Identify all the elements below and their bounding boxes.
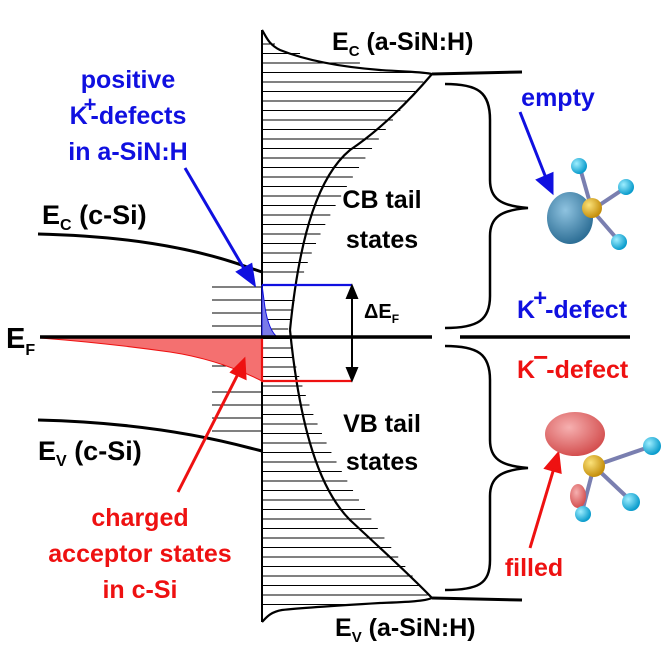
- ev-asinh-line: [431, 596, 523, 602]
- positive-defects-line2: K+-defects: [70, 92, 187, 130]
- acceptor-fill: [39, 337, 263, 382]
- acceptor-arrow: [176, 356, 247, 493]
- positive-defects-line1: positive: [81, 66, 176, 94]
- dos-hatching: [262, 43, 428, 605]
- ef-label: EF: [6, 323, 35, 359]
- kminus-level-line: [260, 338, 352, 383]
- ev-csi-line: [37, 418, 263, 453]
- cb-tail-label-line2: states: [346, 226, 418, 254]
- charged-acceptor-line3: in c-Si: [102, 576, 177, 604]
- charged-acceptor-line2: acceptor states: [48, 540, 231, 568]
- vb-tail-outline: [261, 329, 434, 623]
- delta-ef-arrow: [345, 283, 359, 383]
- empty-arrow: [518, 111, 554, 196]
- kplus-defect-label: K+-defect: [517, 285, 628, 324]
- cb-tail-label-line1: CB tail: [342, 186, 421, 214]
- filled-arrow: [528, 450, 562, 549]
- ec-asinh-label: EC (a-SiN:H): [332, 28, 473, 60]
- kplus-defect-molecule: [547, 158, 634, 250]
- ec-csi-line: [37, 232, 263, 274]
- brace-vb: [444, 344, 529, 592]
- charged-acceptor-line1: charged: [91, 504, 188, 532]
- brace-cb: [444, 82, 529, 330]
- ec-csi-label: EC (c-Si): [42, 200, 147, 234]
- positive-defect-arrow: [183, 167, 257, 288]
- kminus-defect-molecule: [545, 412, 661, 522]
- filled-label: filled: [505, 554, 563, 582]
- vb-tail-label-line1: VB tail: [343, 410, 421, 438]
- ev-asinh-label: EV (a-SiN:H): [335, 614, 476, 646]
- positive-defects-line3: in a-SiN:H: [68, 138, 187, 166]
- kminus-defect-label: K−-defect: [517, 342, 629, 384]
- delta-ef-label: ΔEF: [364, 301, 399, 326]
- interface-state-lines: [212, 286, 262, 432]
- ev-csi-label: EV (c-Si): [38, 436, 142, 470]
- cb-tail-outline: [261, 29, 434, 331]
- ec-asinh-line: [431, 70, 523, 76]
- empty-label: empty: [521, 84, 595, 112]
- vb-tail-label-line2: states: [346, 448, 418, 476]
